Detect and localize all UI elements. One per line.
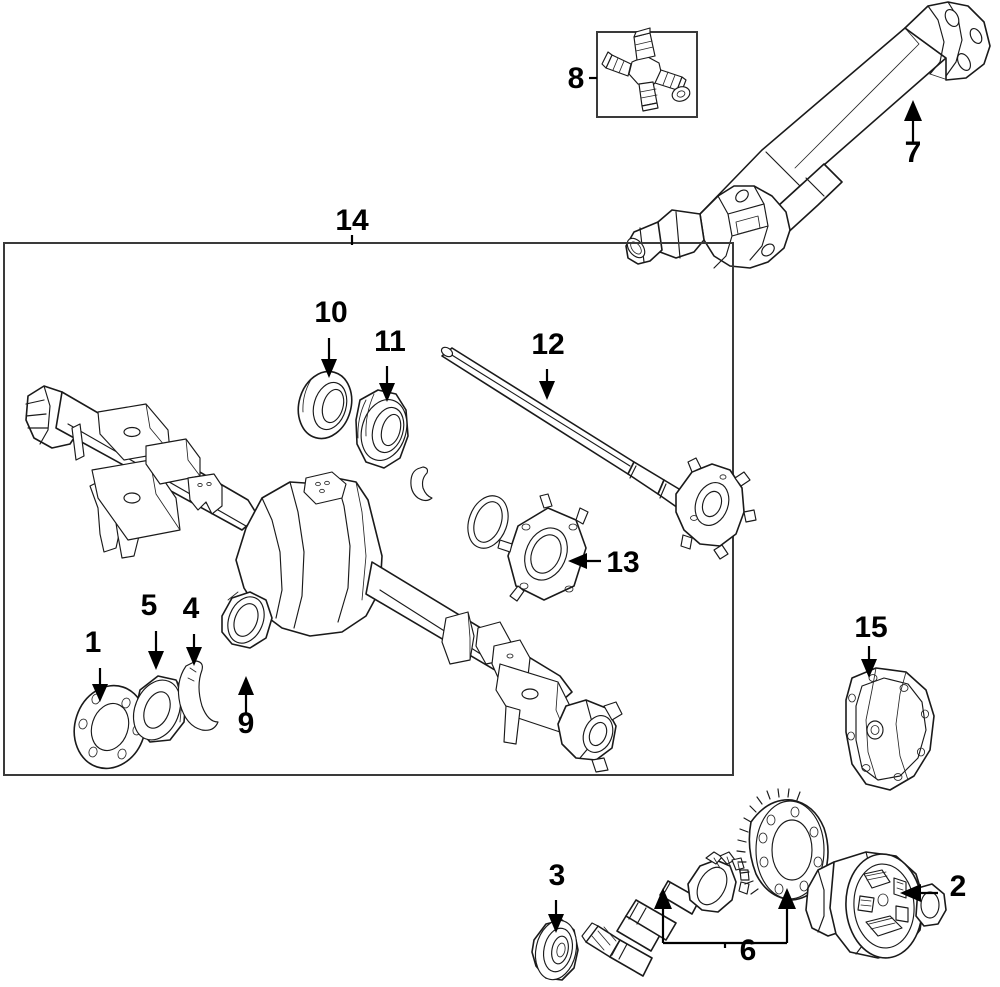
callout-label-7: 7 (905, 136, 922, 169)
callout-label-3: 3 (549, 859, 566, 892)
callout-label-9: 9 (238, 707, 255, 740)
callout-label-2: 2 (950, 870, 967, 903)
callout-label-8: 8 (568, 62, 585, 95)
callout-label-10: 10 (314, 296, 347, 329)
leader-5 (148, 631, 164, 670)
part-axle-seal[interactable] (125, 673, 189, 747)
leader-3 (548, 900, 564, 933)
part-axle-housing[interactable] (25, 385, 623, 773)
leader-4 (186, 634, 202, 666)
leader-7 (904, 100, 922, 144)
leader-12 (539, 369, 555, 400)
leader-10 (321, 338, 337, 378)
leader-1 (92, 668, 108, 702)
leader-13 (568, 553, 601, 569)
leader-15 (861, 646, 877, 678)
part-differential-cover[interactable] (845, 667, 935, 791)
part-universal-joint-kit[interactable] (601, 27, 692, 112)
part-axle-shaft[interactable] (440, 345, 757, 560)
callout-label-6: 6 (740, 934, 757, 967)
callout-label-1: 1 (85, 626, 102, 659)
leader-9 (238, 676, 254, 715)
part-ring-gear[interactable] (736, 788, 829, 901)
callout-label-15: 15 (854, 611, 887, 644)
callout-label-14: 14 (335, 204, 369, 237)
callout-label-4: 4 (183, 592, 200, 625)
part-o-ring-gasket (467, 495, 509, 549)
part-drive-shaft[interactable] (624, 1, 991, 269)
part-axle-shaft-oil-seal[interactable] (354, 389, 413, 469)
leader-11 (379, 366, 395, 402)
part-differential-case[interactable] (805, 851, 947, 960)
callout-label-12: 12 (531, 328, 564, 361)
leader-2 (900, 884, 938, 902)
part-bearing-retainer-plate[interactable] (497, 493, 589, 602)
callout-label-11: 11 (374, 325, 406, 358)
part-wheel-bearing[interactable] (291, 365, 360, 445)
part-snap-ring[interactable] (177, 660, 219, 731)
part-axle-flange-plate[interactable] (64, 676, 157, 778)
callout-label-13: 13 (606, 546, 639, 579)
part-drive-pinion-gear[interactable] (581, 851, 750, 977)
part-c-clip-snap-ring (410, 466, 433, 502)
callout-label-5: 5 (141, 589, 158, 622)
leader-6 (654, 888, 796, 948)
